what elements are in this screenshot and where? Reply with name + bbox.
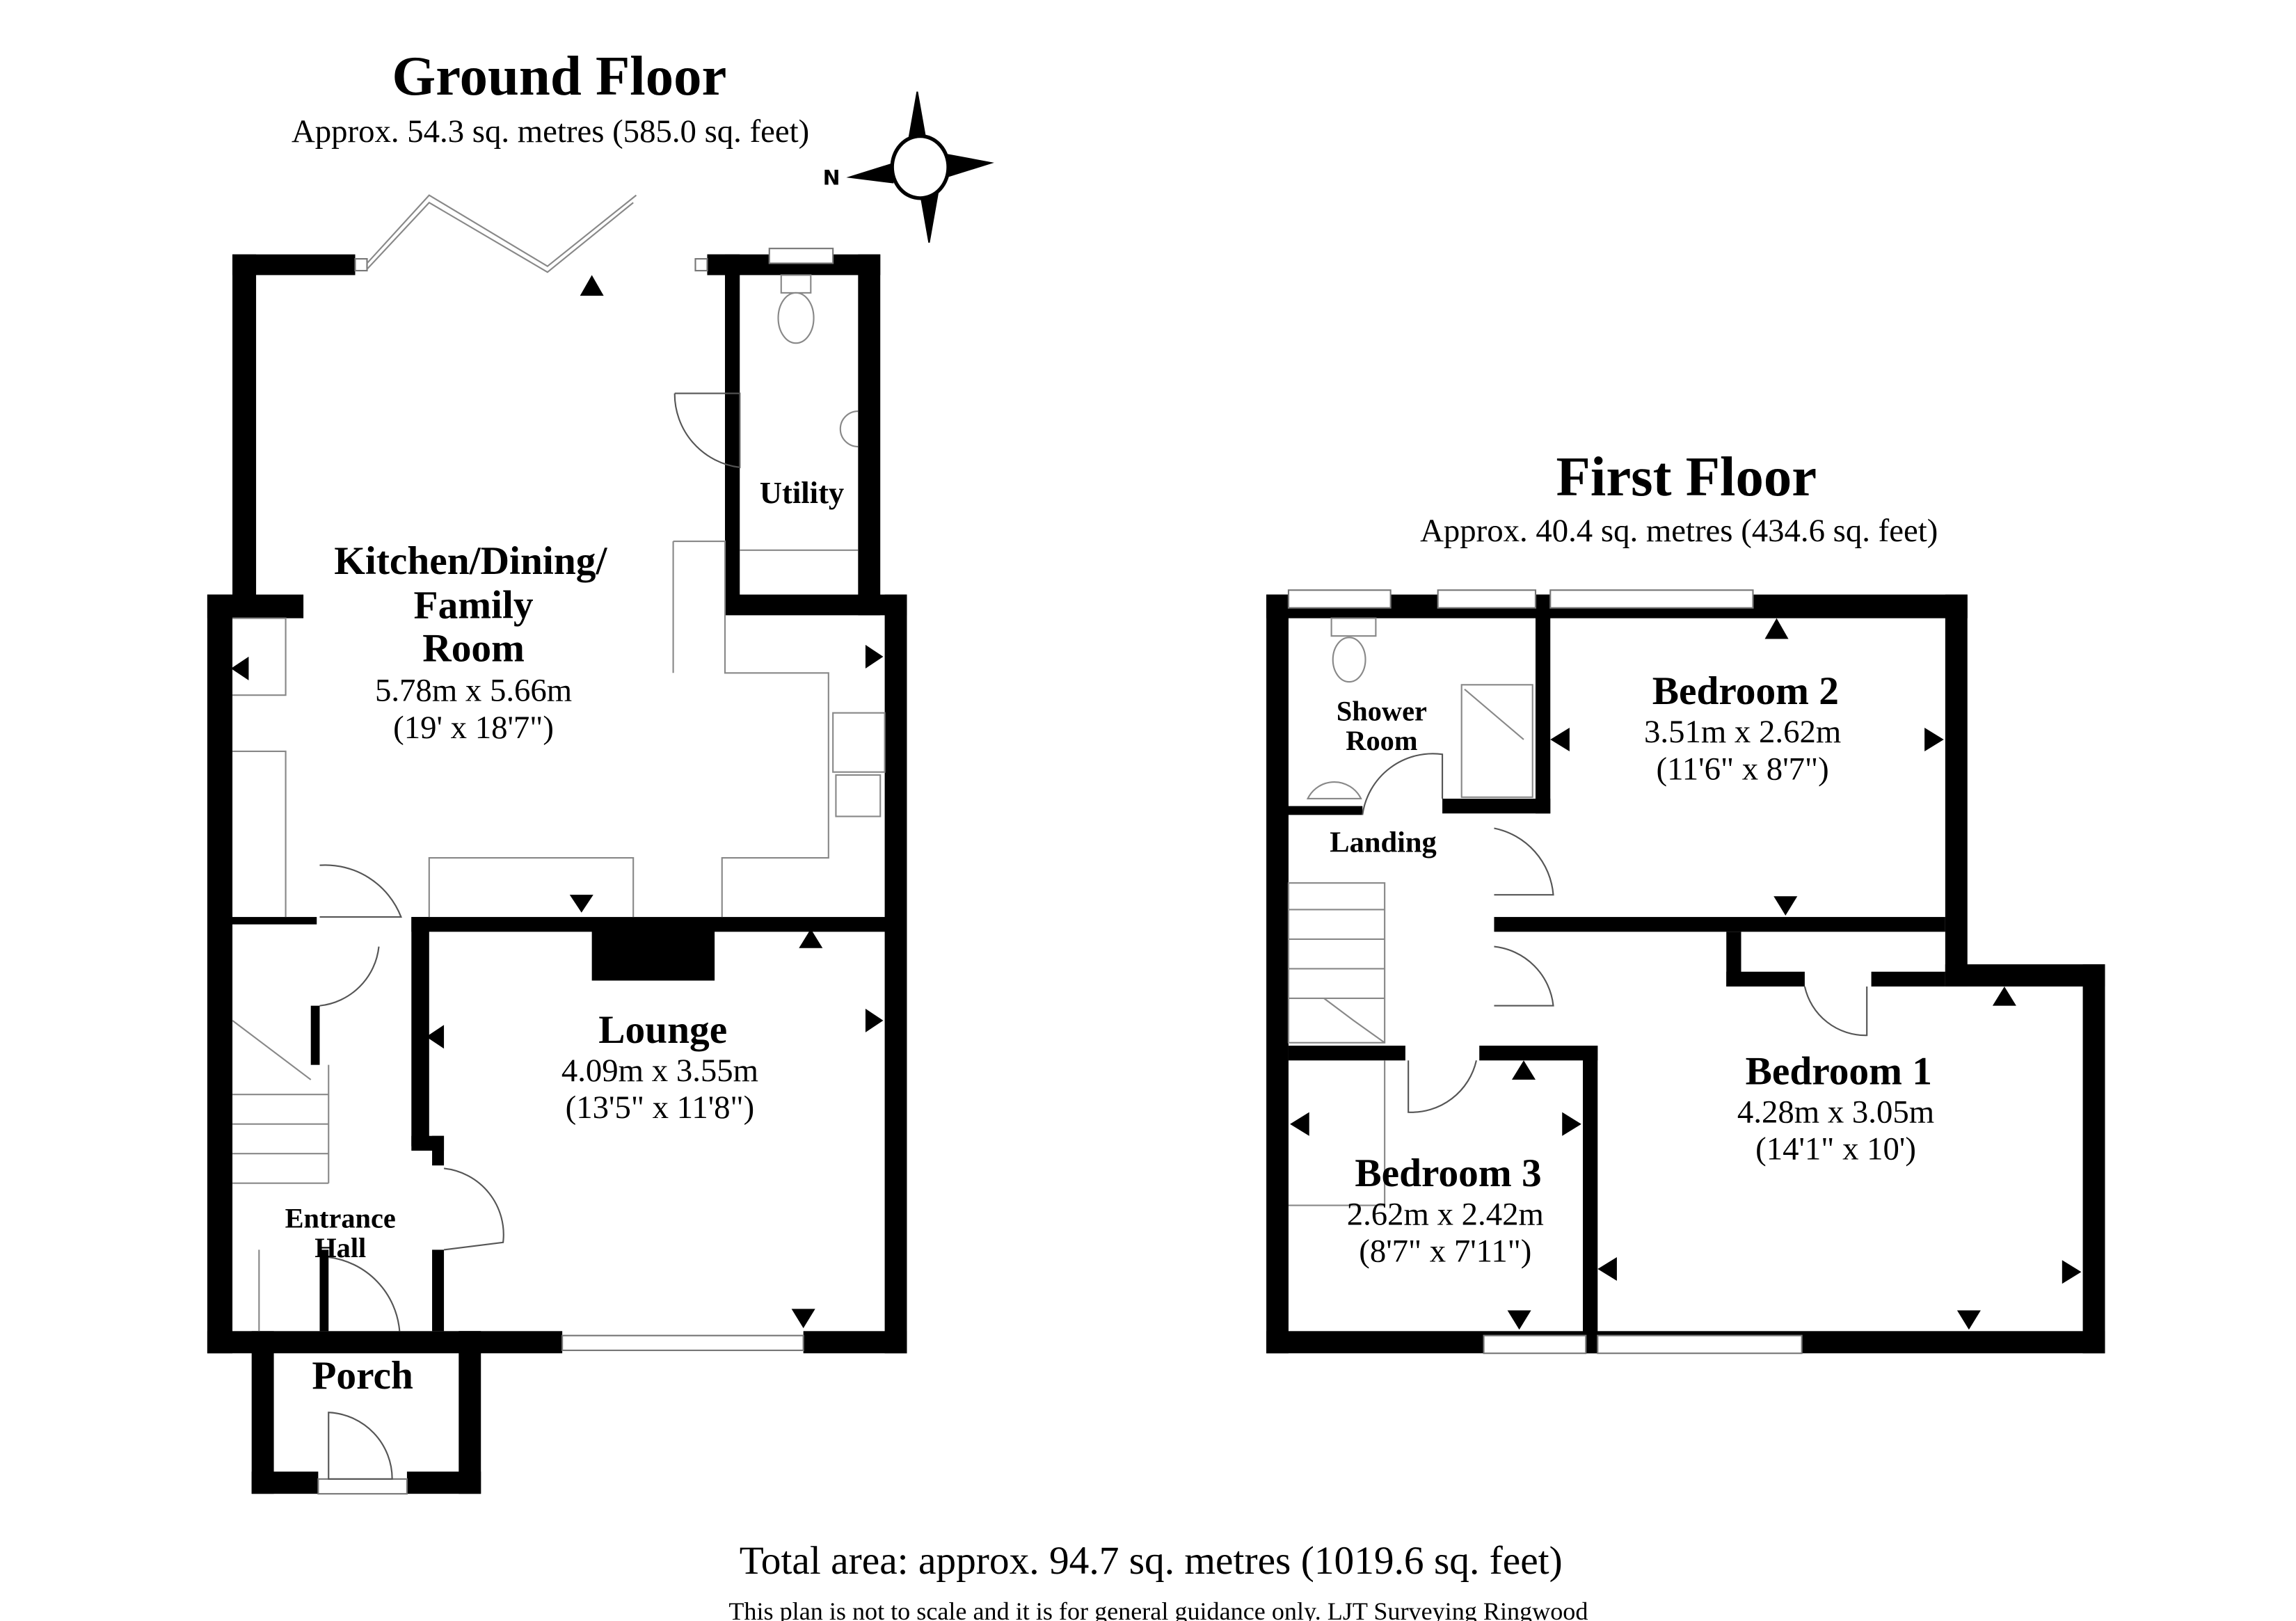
svg-text:(13'5" x 11'8"): (13'5" x 11'8")	[566, 1089, 755, 1126]
room-entrance-hall: Entrance Hall	[285, 1203, 396, 1264]
svg-text:Shower: Shower	[1337, 695, 1427, 726]
room-landing: Landing	[1330, 827, 1437, 859]
svg-text:Entrance: Entrance	[285, 1203, 396, 1234]
svg-text:(19' x 18'7"): (19' x 18'7")	[393, 710, 554, 746]
svg-text:Family: Family	[414, 584, 534, 628]
first-floor-walls	[1266, 589, 2105, 1355]
svg-text:Hall: Hall	[314, 1232, 366, 1263]
svg-text:Room: Room	[1346, 725, 1417, 756]
room-lounge: Lounge 4.09m x 3.55m (13'5" x 11'8")	[561, 1008, 758, 1126]
ground-measure-arrows	[230, 275, 884, 1329]
room-bedroom-3: Bedroom 3 2.62m x 2.42m (8'7" x 7'11")	[1347, 1151, 1544, 1269]
compass-north-left-icon: N	[823, 91, 994, 243]
svg-text:Bedroom 2: Bedroom 2	[1652, 669, 1839, 713]
svg-text:5.78m x 5.66m: 5.78m x 5.66m	[375, 673, 572, 709]
svg-text:4.09m x 3.55m: 4.09m x 3.55m	[561, 1053, 758, 1089]
room-utility: Utility	[760, 475, 844, 510]
disclaimer: This plan is not to scale and it is for …	[728, 1597, 1588, 1621]
room-porch: Porch	[312, 1354, 413, 1398]
svg-text:Room: Room	[422, 626, 525, 670]
svg-text:(14'1" x 10'): (14'1" x 10')	[1755, 1131, 1916, 1167]
first-measure-arrows	[1290, 618, 2082, 1330]
svg-text:2.62m x 2.42m: 2.62m x 2.42m	[1347, 1196, 1544, 1232]
svg-text:3.51m x 2.62m: 3.51m x 2.62m	[1644, 714, 1841, 750]
total-area: Total area: approx. 94.7 sq. metres (101…	[740, 1539, 1563, 1583]
ground-floor-title: Ground Floor	[392, 45, 726, 107]
first-floor-title: First Floor	[1556, 446, 1817, 508]
svg-text:Bedroom 1: Bedroom 1	[1746, 1049, 1932, 1093]
svg-text:Lounge: Lounge	[598, 1008, 727, 1052]
svg-text:4.28m x 3.05m: 4.28m x 3.05m	[1737, 1094, 1934, 1131]
room-bedroom-1: Bedroom 1 4.28m x 3.05m (14'1" x 10')	[1737, 1049, 1934, 1167]
compass-label: N	[823, 166, 840, 191]
first-floor-area: Approx. 40.4 sq. metres (434.6 sq. feet)	[1420, 513, 1938, 549]
room-kitchen: Kitchen/Dining/ Family Room 5.78m x 5.66…	[334, 539, 607, 746]
svg-text:(11'6" x 8'7"): (11'6" x 8'7")	[1657, 751, 1829, 787]
svg-text:Bedroom 3: Bedroom 3	[1355, 1151, 1541, 1195]
svg-text:(8'7" x 7'11"): (8'7" x 7'11")	[1359, 1233, 1531, 1269]
room-bedroom-2: Bedroom 2 3.51m x 2.62m (11'6" x 8'7")	[1644, 669, 1841, 787]
ground-floor-walls	[207, 194, 907, 1495]
ground-floor-area: Approx. 54.3 sq. metres (585.0 sq. feet)	[292, 113, 809, 150]
svg-text:Kitchen/Dining/: Kitchen/Dining/	[334, 539, 607, 583]
room-shower-room: Shower Room	[1337, 695, 1427, 756]
